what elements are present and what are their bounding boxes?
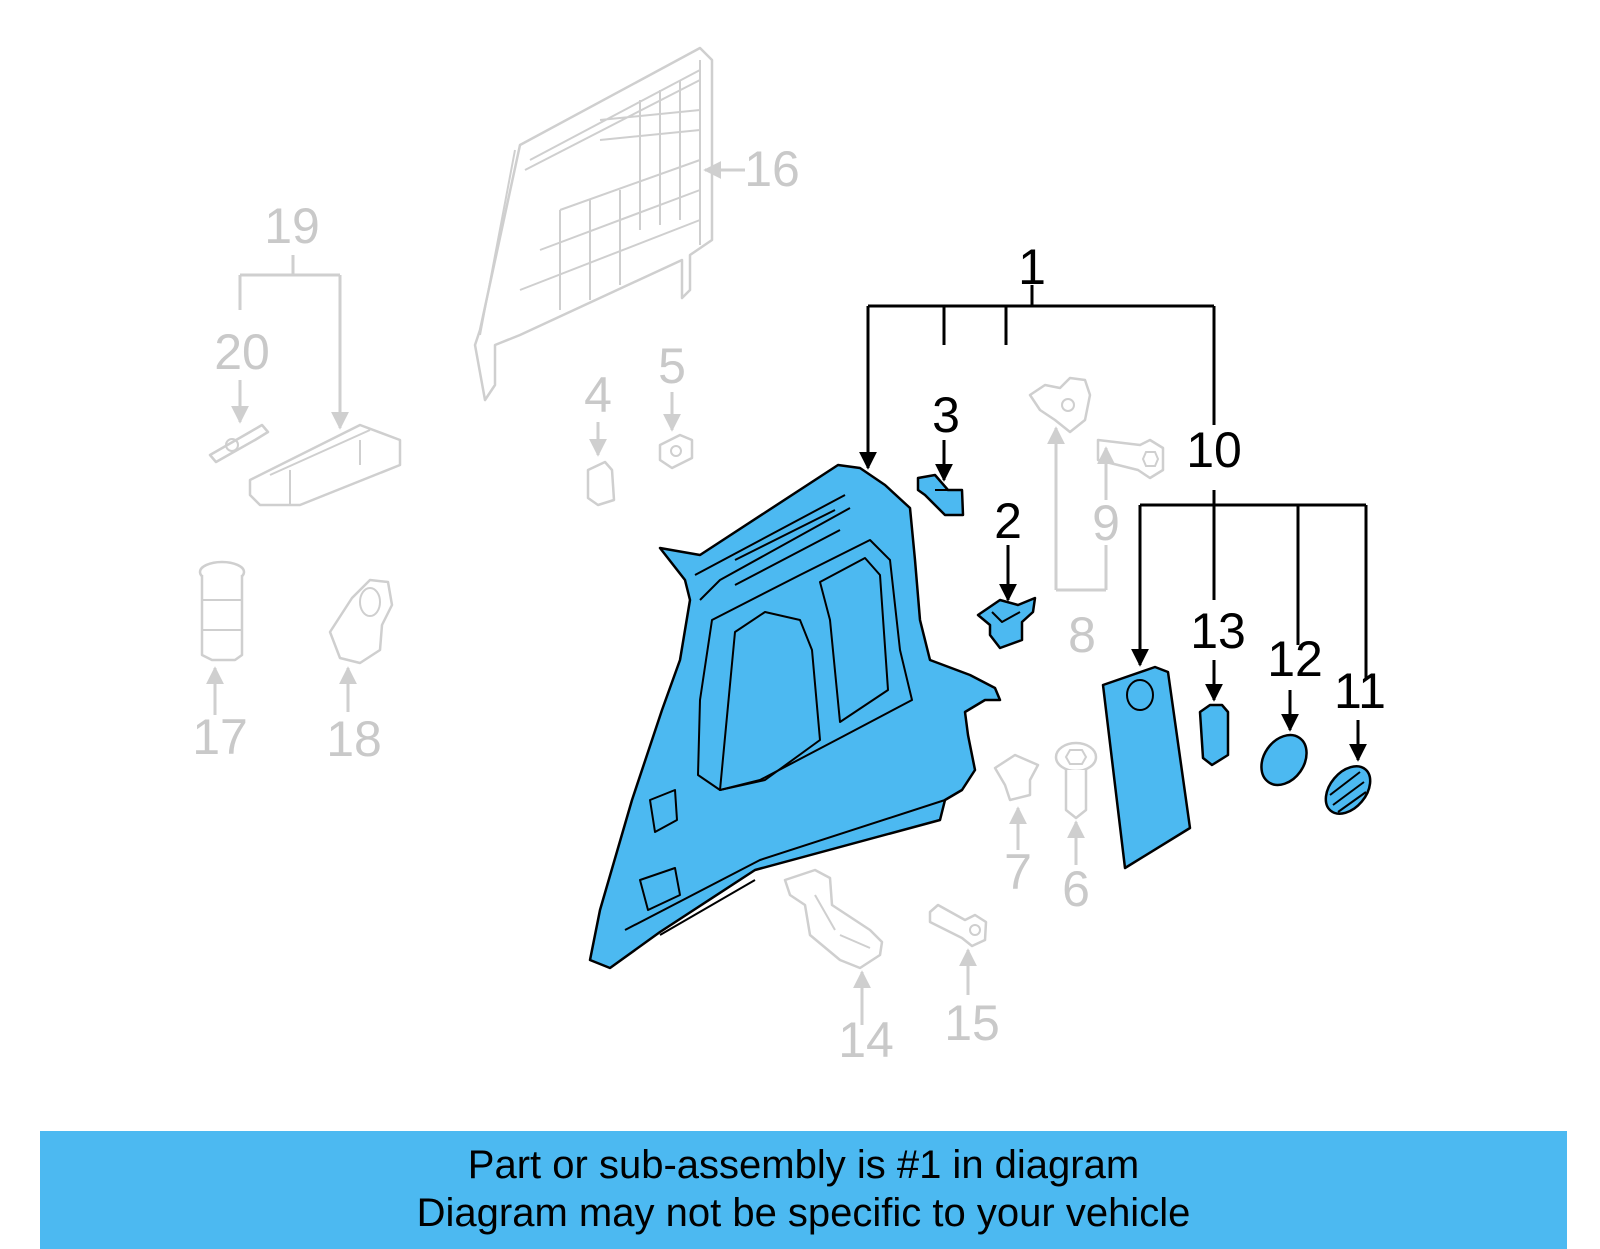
bracket-part-19: [248, 423, 402, 507]
callout-7: 7: [1004, 844, 1032, 900]
bracket-leaders-10: [1140, 490, 1368, 680]
callout-18: 18: [326, 711, 382, 767]
callout-20: 20: [214, 324, 270, 380]
callout-13: 13: [1190, 603, 1246, 659]
pin-part-20: [208, 423, 270, 464]
callout-15: 15: [944, 995, 1000, 1051]
screw-part-15: [928, 903, 988, 948]
nut-part-5: [658, 433, 694, 470]
bolt-part-9: [1096, 438, 1165, 480]
cargo-net-part-16: [473, 46, 714, 402]
clip-part-17: [198, 560, 246, 662]
callout-14: 14: [838, 1012, 894, 1068]
cover-part-12: [1260, 733, 1308, 787]
callout-11: 11: [1334, 663, 1386, 719]
callout-17: 17: [192, 709, 248, 765]
hook-part-18: [328, 578, 394, 665]
clip-part-2: [976, 596, 1037, 650]
clip-part-3: [916, 473, 965, 517]
bracket-leaders-1: [868, 285, 1216, 425]
bracket-leaders-19: [238, 255, 342, 420]
quarter-trim-panel-part-1: [588, 463, 1002, 970]
callout-19: 19: [264, 198, 320, 254]
callout-8: 8: [1068, 607, 1096, 663]
callout-5: 5: [658, 338, 686, 394]
bracket-part-8: [1028, 376, 1092, 434]
callout-6: 6: [1062, 861, 1090, 917]
callout-10: 10: [1186, 422, 1242, 478]
banner-line-1: Part or sub-assembly is #1 in diagram: [467, 1143, 1140, 1187]
banner-line-2: Diagram may not be specific to your vehi…: [416, 1191, 1191, 1235]
callout-3: 3: [932, 387, 960, 443]
bracket-part-14: [783, 868, 884, 970]
access-panel-part-10: [1101, 665, 1192, 870]
callout-1: 1: [1018, 239, 1046, 295]
callout-4: 4: [584, 367, 612, 423]
callout-2: 2: [994, 493, 1022, 549]
callout-12: 12: [1267, 631, 1323, 687]
callout-9: 9: [1092, 495, 1120, 551]
clip-part-7: [993, 753, 1040, 802]
bolt-part-6: [1054, 741, 1098, 820]
clip-part-4: [586, 460, 616, 507]
callout-16: 16: [744, 141, 800, 197]
cap-part-13: [1198, 703, 1230, 767]
grille-cover-part-11: [1324, 765, 1372, 815]
info-banner: Part or sub-assembly is #1 in diagram Di…: [40, 1131, 1567, 1249]
